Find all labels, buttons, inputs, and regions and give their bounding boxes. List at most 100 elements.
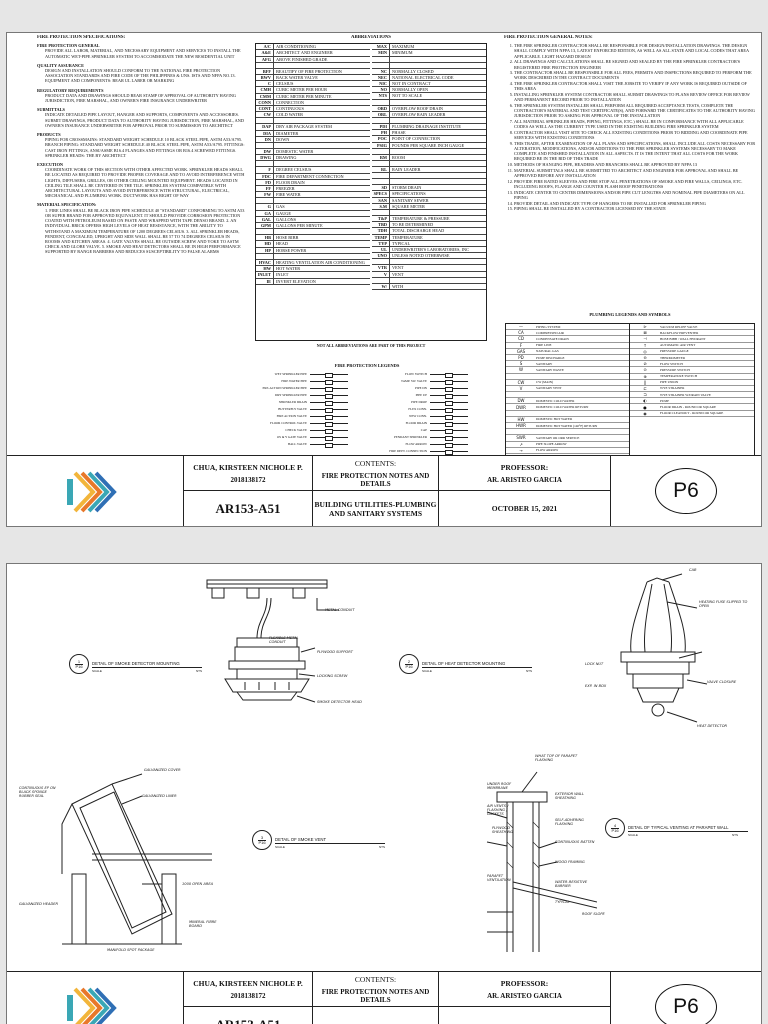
- plumbing-legend-item: ⊳VACUUM RELIEF VALVE: [630, 324, 754, 331]
- note-water-resistive: WATER-RESISTIVE BARRIER: [555, 880, 588, 888]
- spec-text: 1. FIRE LINES SHALL BE BLACK IRON PIPE S…: [45, 207, 245, 255]
- spec-text: PIPING FOR CROSSMAINS: STANDARD WEIGHT S…: [45, 137, 245, 158]
- abbreviation-meaning: WITH: [392, 283, 404, 289]
- abbreviation-key: MIN: [372, 50, 390, 56]
- abbreviation-meaning: CUBIC METER PER MINUTE: [276, 93, 332, 99]
- abbreviation-key: [372, 62, 390, 68]
- abbreviation-key: [256, 253, 274, 259]
- abbreviation-meaning: DIAMETER: [276, 130, 299, 136]
- abbreviation-meaning: [390, 278, 486, 283]
- spec-title: PRODUCTS: [37, 132, 61, 138]
- abbreviation-key: [372, 179, 390, 185]
- abbreviation-key: GPM: [256, 223, 274, 229]
- abbreviation-row: [372, 210, 486, 217]
- general-note: THIS TRADE, AFTER EXAMINATION OF ALL PLA…: [514, 141, 756, 162]
- note-plywood-sheathing: PLYWOOD SHEATHING: [492, 826, 513, 834]
- note-lock-nut: LOCK NUT: [585, 662, 604, 666]
- abbreviation-key: NC: [372, 68, 390, 74]
- fire-protection-legend-title: FIRE PROTECTION LEGENDS: [334, 363, 400, 368]
- general-note: THE FIRE SPRINKLER CONTRACTOR SHALL VISI…: [514, 81, 756, 91]
- plumbing-legend-title: PLUMBING LEGENDS AND SYMBOLS: [589, 312, 671, 317]
- contents-block-2: CONTENTS: FIRE PROTECTION NOTES AND DETA…: [313, 972, 439, 1024]
- spec-text: COORDINATE WORK OF THIS SECTION WITH OTH…: [45, 167, 245, 199]
- sheet-number-block-2: P6: [611, 972, 761, 1024]
- plumbing-legend-symbol: ⊕: [643, 373, 647, 379]
- abbreviation-key: [372, 148, 390, 154]
- abbreviation-meaning: BEAUTIFY OF FIRE PROTECTION: [276, 68, 342, 74]
- abbreviation-key: DAP: [256, 124, 274, 130]
- abbreviation-row: [256, 198, 370, 205]
- student-number: 2018138172: [230, 475, 266, 484]
- abbreviation-key: [256, 143, 274, 149]
- note-parapet-flashing: WHAT TOP OF PARAPET FLASHING: [535, 754, 578, 762]
- abbreviation-key: RM: [372, 154, 390, 161]
- abbreviation-key: [372, 259, 390, 265]
- general-note: ALL DRAWINGS AND CALCULATIONS SHALL BE S…: [514, 59, 756, 69]
- fp-legend-label: BALL VALVE: [287, 442, 307, 446]
- general-note: MATERIAL SUBMITTALS SHALL BE SUBMITTED T…: [514, 168, 756, 178]
- specifications-column: FIRE PROTECTION SPECIFICATIONS: FIRE PRO…: [37, 35, 245, 455]
- abbreviation-key: SD: [372, 185, 390, 191]
- abbreviation-meaning: UNLESS NOTED OTHERWISE: [392, 253, 450, 259]
- abbreviation-meaning: [390, 63, 486, 68]
- contents-label: CONTENTS:: [354, 458, 397, 468]
- fp-legend-item: PIPE UP: [369, 392, 468, 399]
- fp-legend-symbol: [430, 449, 468, 455]
- plumbing-legend-symbol: HWR: [516, 423, 526, 429]
- plumbing-legend-symbol: ◐: [643, 398, 647, 404]
- fp-legend-label: PRE-ACTION SPRINKLER PIPE: [262, 386, 307, 390]
- abbreviation-meaning: NORMALLY OPEN: [392, 87, 429, 93]
- abbreviation-meaning: POINT OF CONNECTION: [392, 136, 441, 142]
- abbreviation-key: [256, 198, 274, 204]
- abbreviation-key: HVAC: [256, 259, 274, 266]
- plumbing-legend-item: ↗PIPE SLOPE ARROW: [506, 442, 629, 448]
- abbreviation-meaning: HEAD: [276, 241, 288, 247]
- sheet-number: P6: [655, 468, 717, 514]
- note-roof-slope: ROOF SLOPE: [582, 912, 605, 916]
- fp-legend-symbol: [310, 400, 348, 406]
- abbreviation-meaning: SPECIFICATIONS: [392, 191, 426, 197]
- plumbing-legend-symbol: →: [519, 447, 523, 453]
- abbreviation-meaning: VENT: [392, 271, 404, 277]
- fp-legend-symbol: [310, 393, 348, 399]
- logo-chevron: [73, 987, 96, 1024]
- abbreviation-key: DIA: [256, 130, 274, 136]
- spec-title: QUALITY ASSURANCE: [37, 62, 84, 68]
- abbreviation-key: [372, 210, 390, 216]
- abbreviation-meaning: INLET: [276, 272, 289, 278]
- abbreviation-key: [256, 62, 274, 68]
- abbreviation-meaning: [390, 179, 486, 184]
- abbreviation-meaning: ARCHITECT AND ENGINEER: [276, 50, 333, 56]
- fp-legend-symbol: [430, 386, 468, 392]
- plumbing-legend-symbol: ⊘: [643, 361, 647, 367]
- plumbing-legend-label: CONDENSATE DRAIN: [536, 336, 569, 341]
- fp-legend-label: TAMP. SW. VALVE: [401, 379, 427, 383]
- abbreviation-key: [372, 161, 390, 167]
- fp-legend-symbol: [310, 442, 348, 448]
- plumbing-legend-label: PIPE SLOPE ARROW: [536, 442, 567, 447]
- abbreviation-key: ORL: [372, 111, 390, 118]
- general-notes-column: FIRE PROTECTION GENERAL NOTES: THE FIRE …: [504, 35, 756, 295]
- plumbing-legend-symbol: V: [519, 385, 523, 391]
- abbreviation-meaning: DEGREE CELSIUS: [276, 167, 312, 173]
- abbreviation-meaning: POUNDS PER SQUARE INCH GAUGE: [392, 142, 465, 148]
- note-under-roof: UNDER ROOF MEMBRANE: [487, 782, 512, 790]
- abbreviation-meaning: [390, 57, 486, 62]
